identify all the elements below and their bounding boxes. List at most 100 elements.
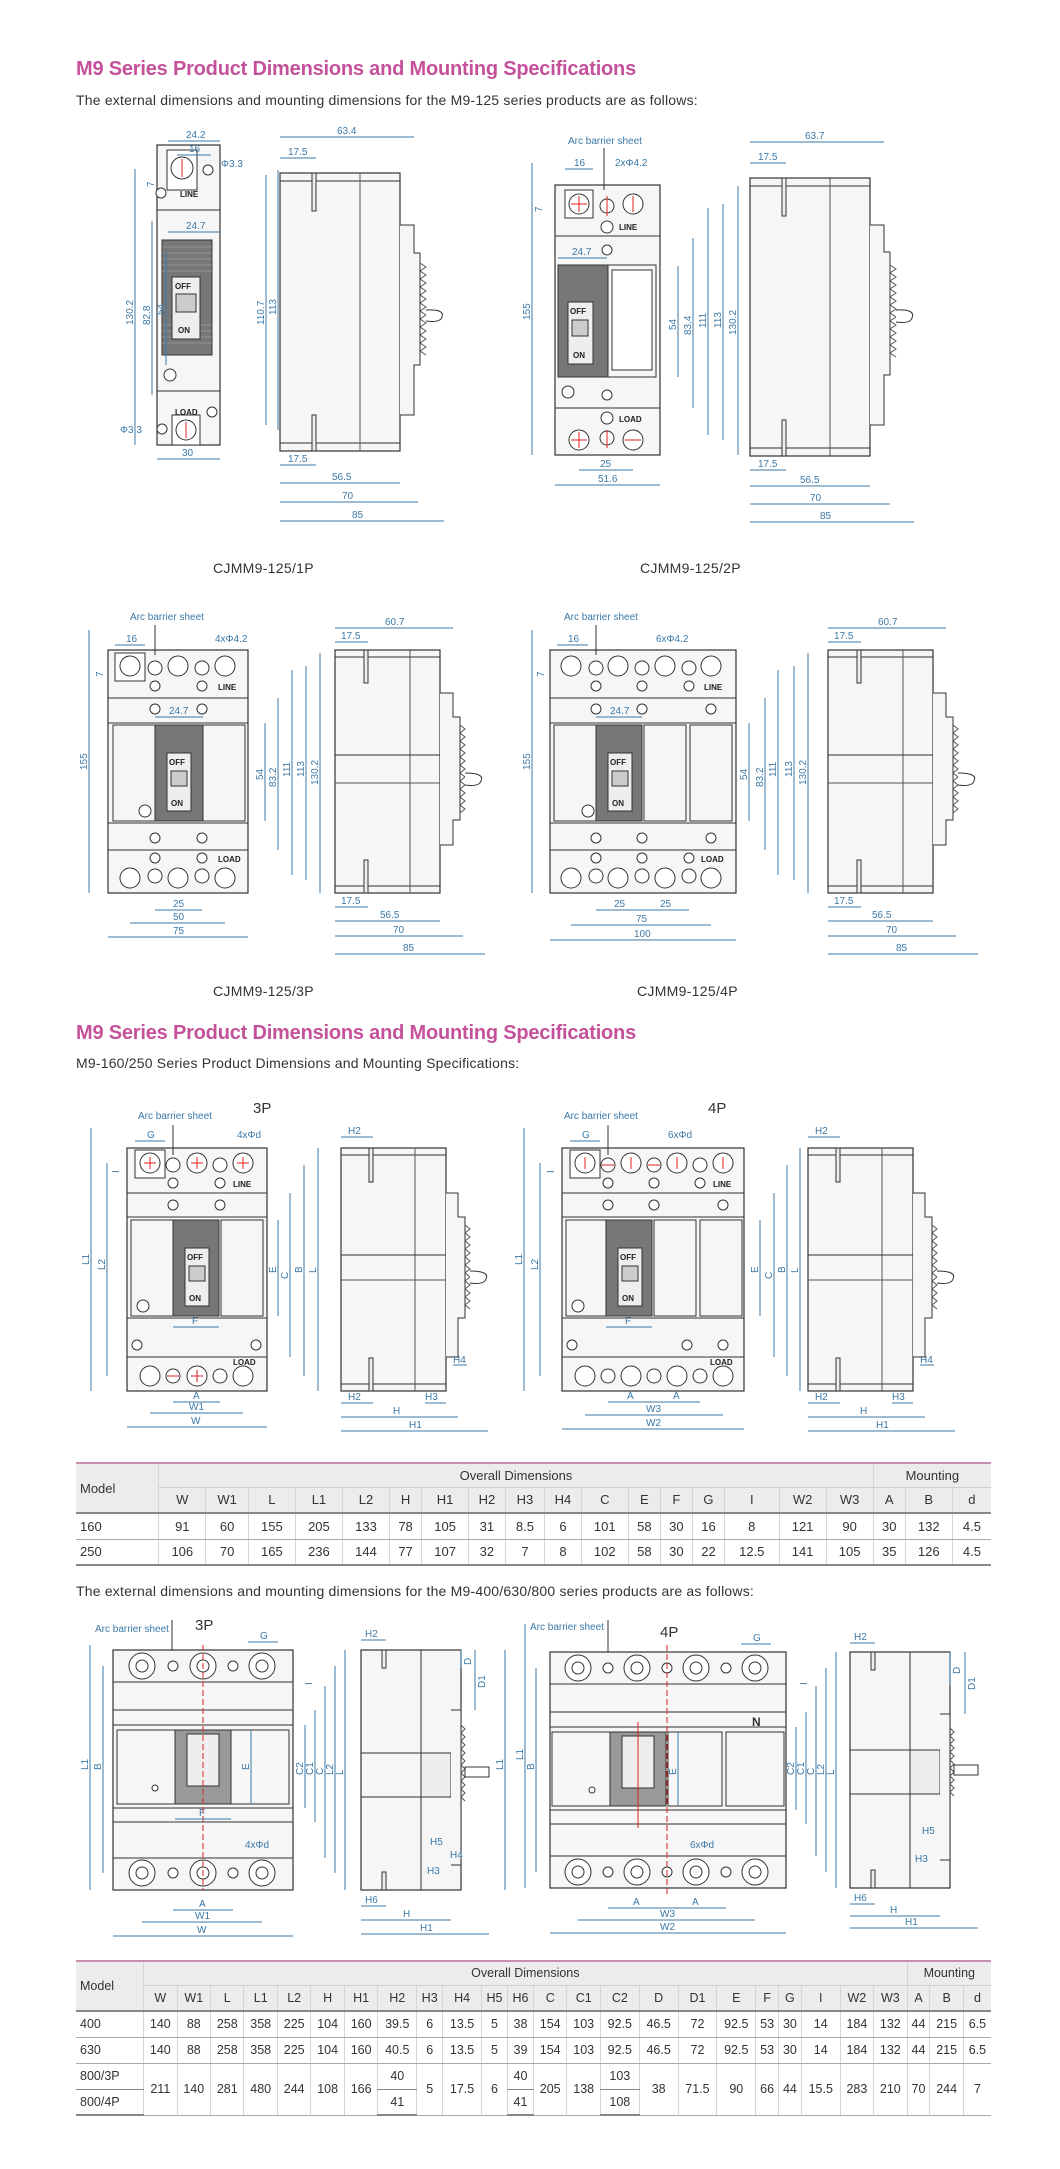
dimension-label: Φ3.3 — [120, 425, 142, 436]
dimension-label: C — [315, 1768, 326, 1775]
table-cell: 8 — [724, 1513, 780, 1540]
dimension-label: ON — [612, 799, 624, 808]
dimension-label: 17.5 — [834, 896, 854, 907]
table-cell: 12.5 — [724, 1539, 780, 1566]
dimension-label: I — [799, 1682, 810, 1685]
table-cell: 39.5 — [377, 2011, 417, 2038]
dimension-label: F — [192, 1316, 198, 1327]
dimension-label: F — [625, 1316, 631, 1327]
dimension-label: 50 — [173, 912, 185, 923]
dimension-label: 75 — [173, 926, 185, 937]
table-cell: 40.5 — [377, 2037, 417, 2064]
table-cell: 90 — [825, 1513, 874, 1540]
table-cell: 58 — [627, 1513, 661, 1540]
off-label: OFF — [175, 282, 191, 291]
dimension-label: 25 — [173, 899, 185, 910]
dimension-label: H2 — [815, 1126, 828, 1137]
table-cell: 14 — [800, 2037, 841, 2064]
dimension-label: 800/4P — [76, 2089, 144, 2116]
dimension-label: 17.5 — [288, 454, 308, 465]
front-dimensions: Arc barrier sheet G 4xΦd I L1 L2 E C B L… — [81, 1111, 319, 1428]
front-view: LINE OFF ON LOAD — [561, 1147, 745, 1392]
dimension-label: 83.2 — [755, 767, 766, 787]
table-cell: 30 — [659, 1539, 693, 1566]
dimension-label: H6 — [365, 1895, 378, 1906]
dimension-label: D1 — [967, 1677, 978, 1690]
table-cell: 165 — [247, 1539, 296, 1566]
dimension-label: LOAD — [710, 1358, 733, 1367]
dimension-label: 70 — [906, 2063, 930, 2116]
dimension-label: L — [826, 1769, 837, 1775]
col-header: W — [143, 1984, 178, 2012]
col-header: H4 — [544, 1486, 582, 1514]
dimension-label: H3 — [915, 1854, 928, 1865]
dimension-label: C — [806, 1768, 817, 1775]
dimension-label: OFF — [610, 758, 626, 767]
dimension-label: 7 — [962, 2063, 991, 2116]
table-cell: 44 — [906, 2037, 930, 2064]
dimension-label: 130.2 — [310, 760, 321, 785]
dimension-label: 40 — [506, 2063, 534, 2090]
dimension-label: 17.5 — [758, 459, 778, 470]
col-header: W2 — [778, 1486, 827, 1514]
dimension-label: L1 — [81, 1253, 92, 1265]
col-header: H — [389, 1486, 422, 1514]
col-header: L — [210, 1984, 244, 2012]
dimension-label: 16 — [568, 634, 580, 645]
dimension-label: 41 — [506, 2089, 534, 2116]
dimension-label: OFF — [169, 758, 185, 767]
table-cell: 358 — [243, 2037, 278, 2064]
table-cell: 6.5 — [962, 2037, 991, 2064]
dimension-label: 2xΦ4.2 — [615, 158, 648, 169]
dimension-label: B — [294, 1266, 305, 1273]
table-cell: 14 — [800, 2011, 841, 2038]
dimension-label: B — [777, 1266, 788, 1273]
dimension-label: A — [199, 1899, 206, 1910]
dimension-label: H — [403, 1909, 410, 1920]
dimension-label: 24.7 — [610, 706, 630, 717]
table-cell: 70 — [205, 1539, 249, 1566]
dimension-label: 7 — [95, 671, 106, 677]
dimension-label: C2 — [786, 1762, 797, 1775]
dimension-label: H6 — [854, 1893, 867, 1904]
dimension-label: E — [668, 1768, 679, 1775]
table-cell: 144 — [341, 1539, 390, 1566]
dimension-label: 75 — [636, 914, 648, 925]
group-overall-dimensions: Overall Dimensions — [158, 1462, 874, 1487]
table-cell: 126 — [904, 1539, 953, 1566]
caption-4p: CJMM9-125/4P — [637, 983, 738, 999]
dimension-label: 4P — [660, 1624, 678, 1641]
col-header: L2 — [341, 1486, 390, 1514]
dimension-label: LOAD — [233, 1358, 256, 1367]
table-cell: 46.5 — [638, 2037, 679, 2064]
dimension-label: 63.7 — [805, 131, 825, 142]
dimension-label: 25 — [600, 459, 612, 470]
dimension-label: L1 — [515, 1748, 526, 1760]
dimension-label: G — [260, 1631, 268, 1642]
table-cell: 184 — [839, 2037, 874, 2064]
dimension-label: H5 — [430, 1837, 443, 1848]
dimension-label: 85 — [403, 943, 415, 954]
table-cell: 88 — [176, 2011, 211, 2038]
side-dimensions: H2 H2 H3 H4 H H1 — [808, 1126, 955, 1432]
table-cell: 132 — [904, 1513, 953, 1540]
dimension-label: 44 — [778, 2063, 802, 2116]
dimension-label: H — [890, 1905, 897, 1916]
table-row-800-4p: 800/4P 41 41 108 — [76, 2089, 991, 2116]
dimension-label: 17.5 — [341, 896, 361, 907]
dimension-label: LINE — [619, 223, 638, 232]
dimension-label: 85 — [820, 511, 832, 522]
dimension-label: 40 — [377, 2063, 417, 2090]
side-view — [334, 649, 483, 894]
dimension-label: 24.7 — [186, 221, 206, 232]
dimension-label: 85 — [352, 510, 364, 521]
drawing-2p: LINE OFF ON LOAD Arc barrier sheet 16 2x… — [522, 131, 914, 523]
pole-label: 3P — [253, 1100, 271, 1117]
dimension-label: LINE — [713, 1180, 732, 1189]
dimension-label: D — [952, 1667, 963, 1674]
dimension-label: H1 — [409, 1420, 422, 1431]
col-header: W2 — [839, 1984, 874, 2012]
dimension-label: 283 — [839, 2063, 874, 2116]
table-cell: 30 — [778, 2037, 802, 2064]
